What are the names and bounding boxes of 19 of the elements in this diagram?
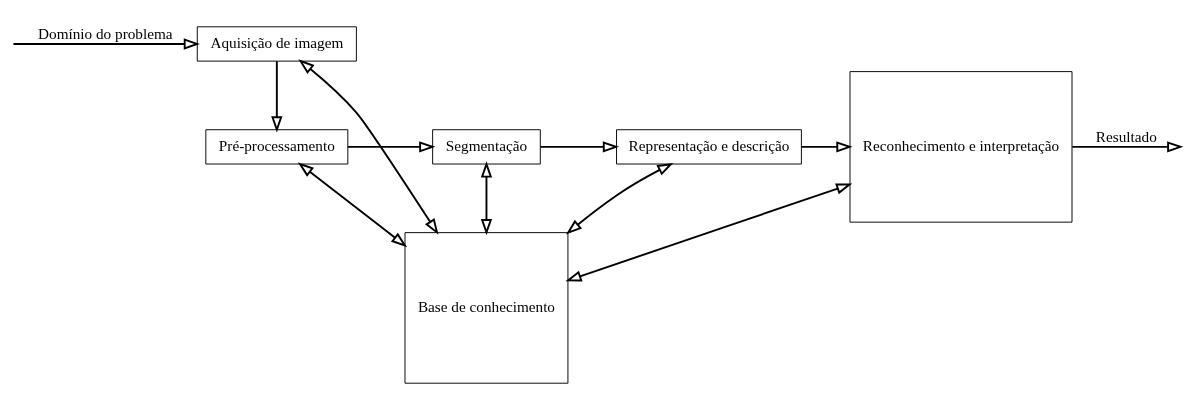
arrow	[565, 162, 674, 235]
arrow	[297, 162, 408, 248]
node-box: Base de conhecimento	[404, 232, 569, 384]
node-box: Aquisição de imagem	[196, 26, 357, 62]
arrow	[539, 141, 620, 153]
arrow	[12, 38, 200, 50]
edge-label: Domínio do problema	[38, 25, 173, 43]
arrow	[565, 183, 853, 282]
node-box: Pré-processamento	[205, 129, 349, 165]
arrow	[800, 141, 853, 153]
arrow	[298, 59, 439, 235]
arrow	[1071, 141, 1184, 153]
node-box: Reconhecimento e interpretação	[849, 71, 1073, 223]
edge-label: Resultado	[1095, 127, 1157, 145]
node-box: Segmentação	[432, 129, 541, 165]
arrow	[346, 141, 436, 153]
node-box: Representação e descrição	[616, 129, 802, 165]
arrow	[271, 60, 283, 133]
arrow	[480, 161, 493, 236]
